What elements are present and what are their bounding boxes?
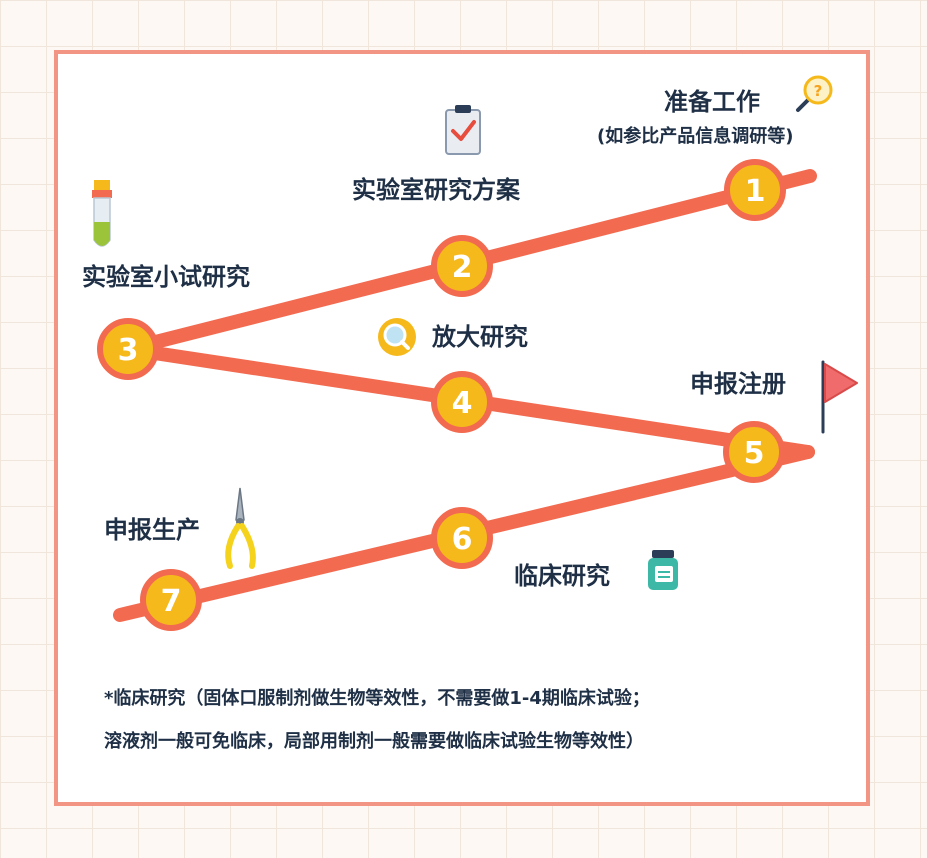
magnifier-question-icon: ? (796, 75, 833, 112)
step-number-2: 2 (452, 250, 473, 285)
step-label-6: 临床研究 (514, 562, 610, 590)
step-label-2: 实验室研究方案 (352, 176, 520, 204)
step-node-7: 7 (140, 569, 202, 631)
step-number-4: 4 (452, 386, 473, 421)
step-sublabel-1: (如参比产品信息调研等) (597, 126, 794, 147)
step-node-2: 2 (431, 235, 493, 297)
step-node-6: 6 (431, 507, 493, 569)
step-number-3: 3 (118, 333, 139, 368)
step-label-5: 申报注册 (690, 370, 786, 398)
step-number-7: 7 (161, 584, 182, 619)
footnote-line-2: 溶液剂一般可免临床，局部用制剂一般需要做临床试验生物等效性） (104, 731, 644, 752)
flag-icon (821, 360, 858, 434)
step-node-3: 3 (97, 318, 159, 380)
search-icon (378, 318, 416, 356)
step-number-1: 1 (745, 174, 766, 209)
step-number-6: 6 (452, 522, 473, 557)
footnote-line-1: *临床研究（固体口服制剂做生物等效性，不需要做1-4期临床试验； (104, 688, 650, 709)
step-label-3: 实验室小试研究 (82, 263, 250, 291)
clipboard-check-icon (445, 105, 481, 155)
medicine-bottle-icon (648, 550, 678, 590)
test-tube-icon (92, 180, 112, 247)
step-node-5: 5 (723, 421, 785, 483)
svg-text:?: ? (814, 82, 823, 100)
step-label-1: 准备工作 (664, 88, 760, 116)
step-node-4: 4 (431, 371, 493, 433)
step-label-7: 申报生产 (104, 516, 200, 544)
pliers-icon (225, 487, 256, 569)
step-node-1: 1 (724, 159, 786, 221)
step-number-5: 5 (744, 436, 765, 471)
step-label-4: 放大研究 (432, 323, 528, 351)
